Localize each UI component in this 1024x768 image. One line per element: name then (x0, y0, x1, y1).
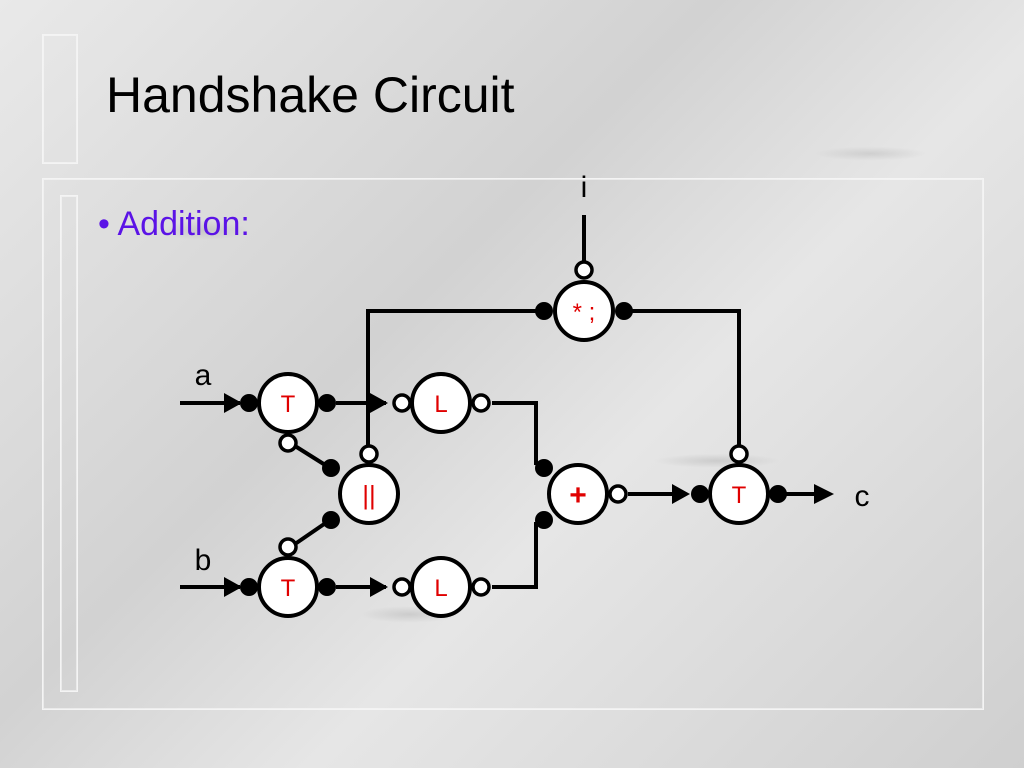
arrow-ta-la (370, 393, 388, 413)
adder-label: + (569, 479, 587, 512)
latch-a-label: L (434, 391, 447, 418)
repeater-node (553, 280, 615, 342)
transferrer-a-label: T (281, 391, 296, 418)
port-i-label: i (581, 171, 588, 204)
transferrer-a-node (257, 372, 319, 434)
wire-repeater-transferrer (626, 309, 741, 448)
port-active (535, 511, 553, 529)
port-passive (278, 537, 298, 557)
latch-b-node (410, 556, 472, 618)
port-active (318, 578, 336, 596)
port-active (322, 511, 340, 529)
bullet-addition: • Addition: (98, 205, 250, 243)
content-frame (42, 178, 984, 710)
arrow-adder-t (672, 484, 690, 504)
port-active (691, 485, 709, 503)
port-active (322, 459, 340, 477)
transferrer-b-node (257, 556, 319, 618)
transferrer-out-node (708, 463, 770, 525)
arrow-c (814, 484, 834, 504)
port-passive (359, 444, 379, 464)
port-labels: i a b c (195, 171, 870, 577)
latch-b-label: L (434, 575, 447, 602)
port-c-label: c (855, 480, 870, 513)
arrow-tb-lb (370, 577, 388, 597)
port-passive (392, 577, 412, 597)
slide-title: Handshake Circuit (106, 67, 515, 123)
title-decoration (42, 34, 78, 164)
port-passive (729, 444, 749, 464)
port-passive (471, 577, 491, 597)
port-active (535, 459, 553, 477)
transferrer-out-label: T (732, 482, 747, 509)
port-active (769, 485, 787, 503)
port-a-label: a (195, 359, 212, 392)
node-labels: * ; T L || + T T L (281, 299, 747, 602)
arrow-a (224, 393, 242, 413)
transferrer-b-label: T (281, 575, 296, 602)
port-active (318, 394, 336, 412)
port-passive (278, 433, 298, 453)
arrow-b (224, 577, 242, 597)
adder-node (547, 463, 609, 525)
port-active (535, 302, 553, 320)
component-circles (257, 280, 770, 618)
port-passive (574, 260, 594, 280)
port-active (240, 578, 258, 596)
port-b-label: b (195, 544, 212, 577)
repeater-label: * ; (573, 299, 596, 326)
wire-la-adder (492, 401, 538, 465)
port-passive (471, 393, 491, 413)
active-ports (240, 302, 787, 596)
port-active (615, 302, 633, 320)
wire-lb-adder (492, 522, 538, 589)
port-active (240, 394, 258, 412)
passive-ports (278, 260, 749, 597)
latch-a-node (410, 372, 472, 434)
bullet-text: Addition: (117, 205, 250, 243)
content-side-decoration (60, 195, 78, 692)
arrowheads (224, 393, 834, 597)
wires (180, 215, 820, 589)
port-passive (608, 484, 628, 504)
parallel-node (338, 463, 400, 525)
parallel-label: || (362, 480, 376, 510)
port-passive (392, 393, 412, 413)
